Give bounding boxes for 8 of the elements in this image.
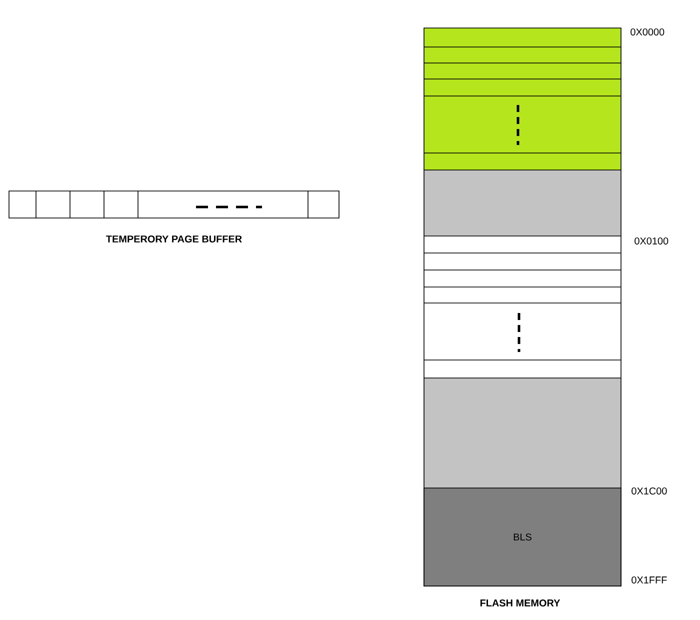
page-buffer [8,190,340,218]
address-label: 0X0000 [630,28,664,36]
address-label: 0X1C00 [632,487,667,495]
node-label: TEMPERORY PAGE BUFFER [106,235,242,243]
address-label: 0X0100 [634,237,668,245]
address-label: 0X1FFF [632,576,667,584]
node-label: FLASH MEMORY [480,599,560,607]
memory-region-box: BLS [424,488,622,586]
